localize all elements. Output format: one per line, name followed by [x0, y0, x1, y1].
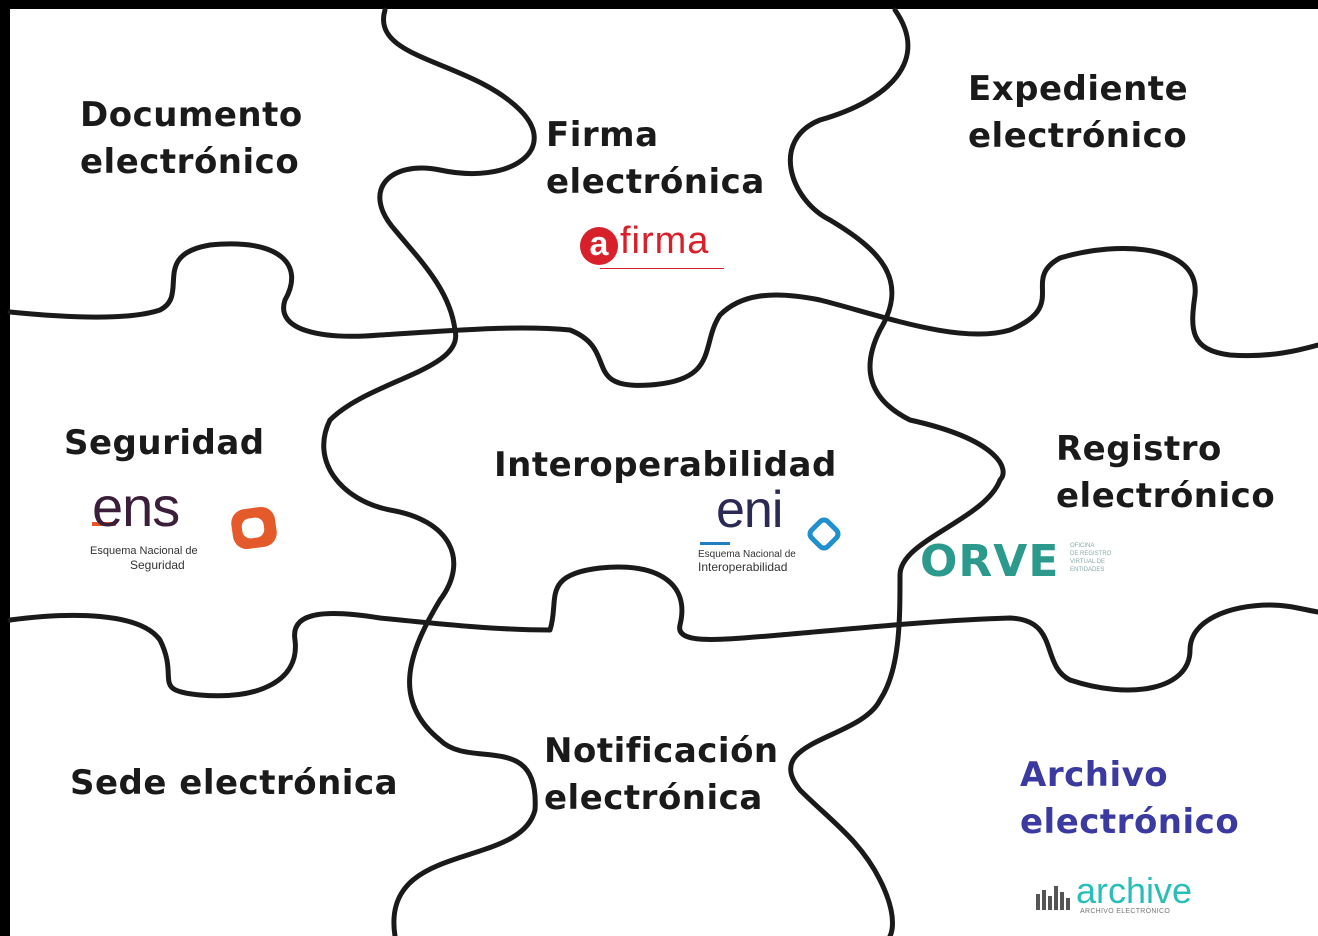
eni-logo-underscore [700, 542, 730, 545]
piece-documento-line2: electrónico [80, 142, 300, 182]
afirma-logo-text: firma [620, 220, 710, 262]
piece-seguridad-line1: Seguridad [64, 423, 265, 463]
piece-sede-electronica: Sede electrónica [70, 760, 398, 807]
ens-logo-subtitle-1: Esquema Nacional de [90, 545, 198, 557]
piece-interoperabilidad-line1: Interoperabilidad [494, 445, 837, 485]
piece-archivo-electronico: Archivo electrónico [1020, 752, 1239, 846]
eni-logo-word: eni [716, 481, 783, 539]
orve-caption-3: VIRTUAL DE [1070, 559, 1106, 565]
cut-vertical-left [321, 7, 538, 936]
afirma-logo: a firma [580, 220, 744, 270]
eni-logo: eni Esquema Nacional de Interoperabilida… [698, 481, 848, 574]
orve-logo-caption: OFICINA DE REGISTRO VIRTUAL DE ENTIDADES [1070, 542, 1111, 574]
piece-firma-electronica: Firma electrónica [546, 112, 765, 206]
ens-logo-word: ens [92, 475, 180, 538]
cut-vertical-right [788, 7, 1006, 936]
afirma-logo-underline [600, 268, 724, 269]
piece-notificacion-line1: Notificación [544, 731, 779, 771]
piece-archivo-line1: Archivo [1020, 755, 1169, 795]
orve-caption-2: DE REGISTRO [1070, 551, 1112, 557]
piece-sede-line1: Sede electrónica [70, 763, 399, 803]
ens-logo: ens Esquema Nacional de Seguridad [88, 475, 288, 572]
piece-notificacion-line2: electrónica [544, 778, 763, 818]
piece-notificacion-electronica: Notificación electrónica [544, 728, 779, 822]
ens-logo-underscore [92, 522, 116, 526]
piece-documento-electronico: Documento electrónico [80, 92, 303, 186]
orve-logo: ORVE OFICINA DE REGISTRO VIRTUAL DE ENTI… [920, 536, 1130, 587]
orve-caption-1: OFICINA [1070, 543, 1095, 549]
piece-expediente-line1: Expediente [968, 69, 1189, 109]
archive-bars-icon [1036, 886, 1070, 910]
piece-firma-line1: Firma [546, 115, 659, 155]
ens-logo-subtitle-2: Seguridad [130, 558, 185, 572]
piece-documento-line1: Documento [80, 95, 303, 135]
piece-seguridad: Seguridad [64, 420, 265, 467]
afirma-logo-letter: a [580, 227, 618, 265]
archive-logo-subtitle: ARCHIVO ELECTRÓNICO [1080, 908, 1171, 915]
piece-archivo-line2: electrónico [1020, 802, 1240, 842]
piece-expediente-electronico: Expediente electrónico [968, 66, 1188, 160]
orve-logo-word: ORVE [920, 536, 1060, 587]
archive-logo-word: archive [1076, 870, 1193, 911]
archive-logo: archive ARCHIVO ELECTRÓNICO [1036, 870, 1196, 916]
piece-registro-line1: Registro [1056, 429, 1222, 469]
piece-registro-electronico: Registro electrónico [1056, 426, 1275, 520]
orve-caption-4: ENTIDADES [1070, 567, 1105, 573]
eni-logo-subtitle-1: Esquema Nacional de [698, 549, 796, 560]
piece-registro-line2: electrónico [1056, 476, 1276, 516]
piece-interoperabilidad: Interoperabilidad [494, 442, 837, 489]
eni-logo-subtitle-2: Interoperabilidad [698, 560, 788, 574]
eni-logo-diamond-icon [804, 514, 844, 554]
cut-horizontal-bottom [7, 564, 1318, 699]
piece-expediente-line2: electrónico [968, 116, 1188, 156]
cut-horizontal-top [7, 241, 1318, 388]
piece-firma-line2: electrónica [546, 162, 765, 202]
